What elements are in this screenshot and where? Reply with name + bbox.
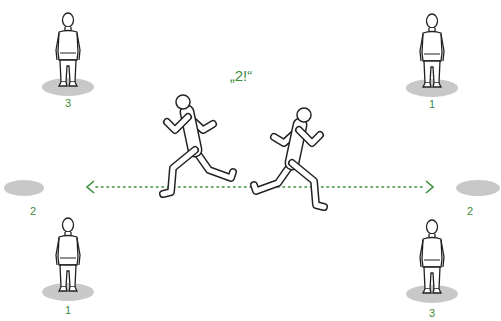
callout-number: 2 [467, 206, 473, 217]
callout-number: 3 [429, 308, 435, 319]
callout-number: 1 [429, 99, 435, 110]
callout-number: 2 [30, 206, 36, 217]
callout-number: 3 [65, 98, 71, 109]
command-text: „2!“ [230, 68, 253, 83]
callout-number: 1 [65, 305, 71, 316]
